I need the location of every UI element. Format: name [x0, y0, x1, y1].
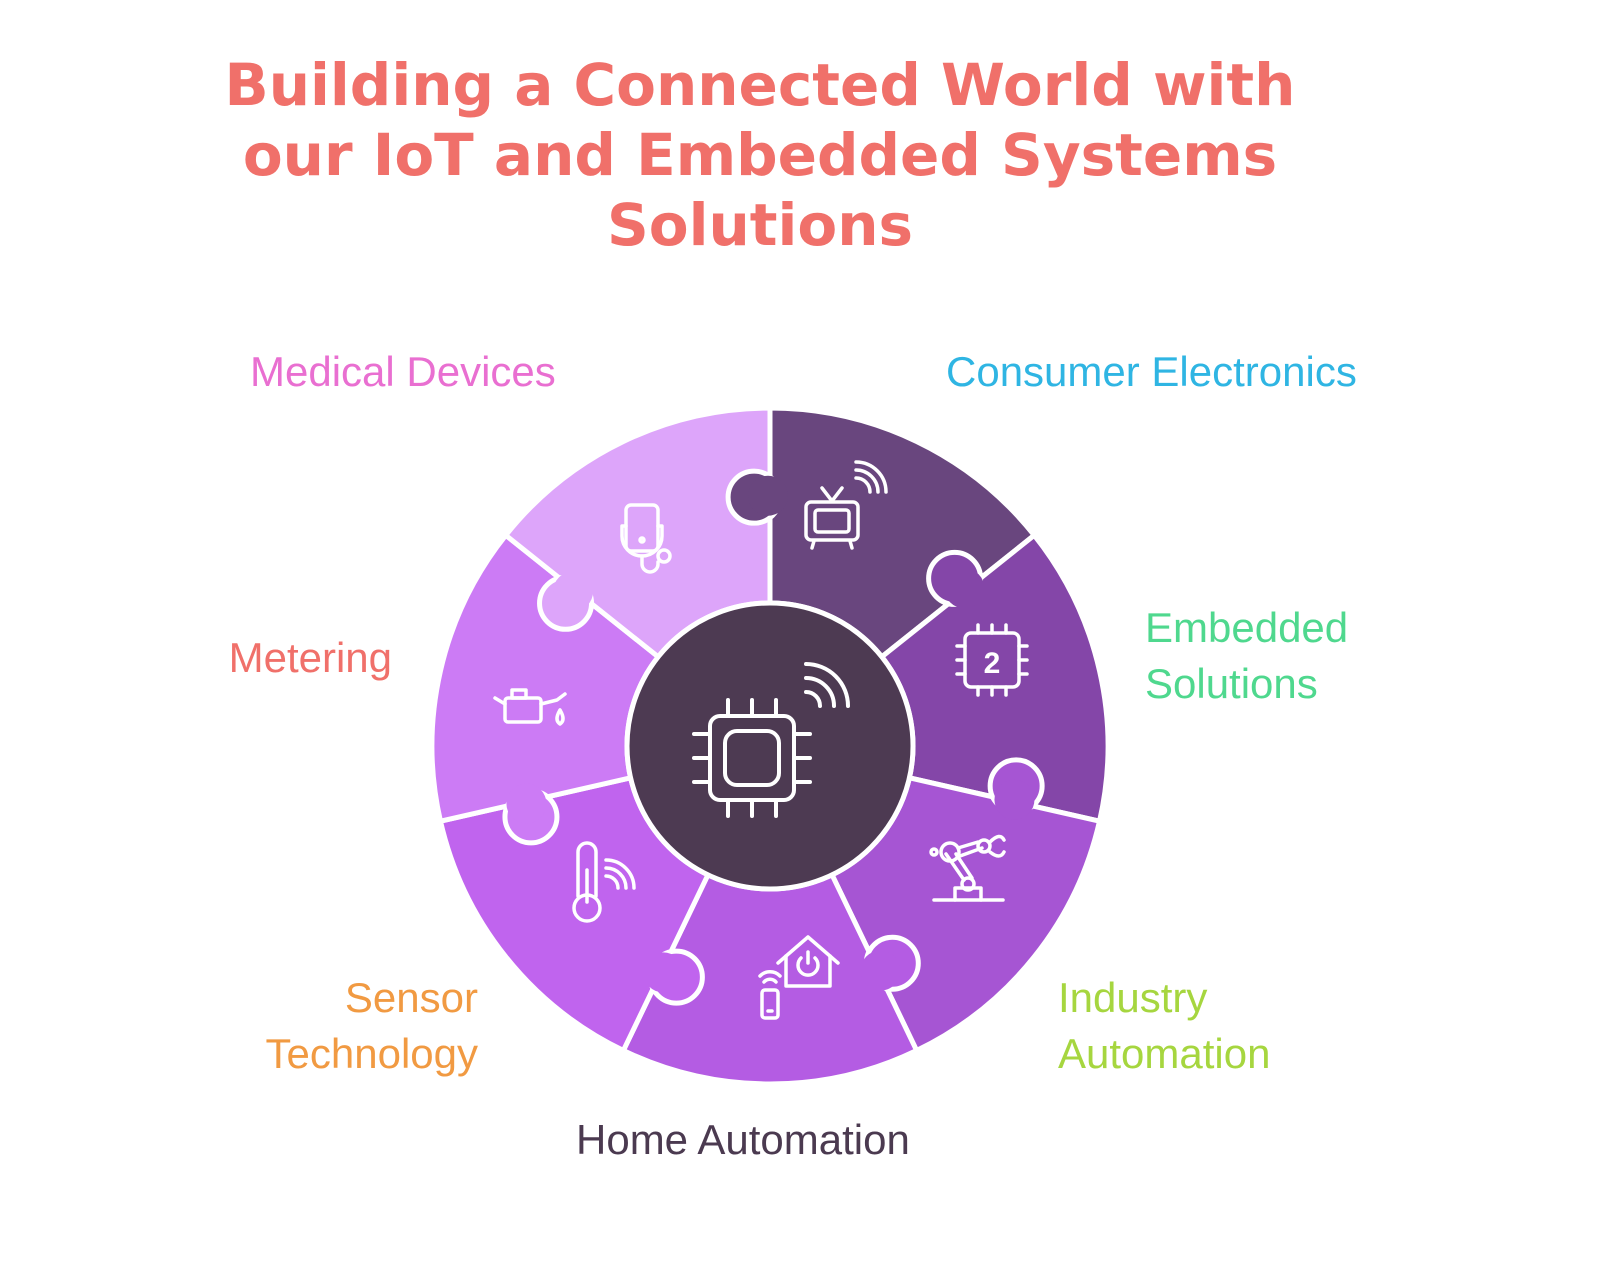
label-line-1: Embedded [1145, 604, 1349, 651]
puzzle-knob-joint-medical [553, 571, 594, 612]
chip-numbered-icon: 2 [955, 623, 1029, 697]
label-home-automation: Home Automation [576, 1112, 910, 1168]
label-consumer-electronics: Consumer Electronics [946, 344, 1357, 400]
title-line-1: Building a Connected World with [224, 51, 1296, 119]
smart-home-power-icon [758, 935, 840, 1020]
icons-layer: 2 [493, 460, 1029, 1020]
oil-can-icon [493, 688, 567, 726]
label-line-2: Automation [1058, 1030, 1271, 1077]
label-line-1: Medical Devices [250, 348, 556, 395]
robot-arm-icon [929, 834, 1006, 902]
diagram-title: Building a Connected World with our IoT … [0, 50, 1520, 260]
label-line-1: Industry [1058, 974, 1208, 1021]
puzzle-knob-joint-home [860, 950, 901, 991]
svg-text:2: 2 [984, 647, 1001, 680]
label-line-1: Metering [228, 634, 392, 681]
center-hub [624, 600, 916, 892]
title-line-3: Solutions [606, 191, 914, 259]
label-line-2: Technology [265, 1030, 478, 1077]
label-embedded-solutions: Embedded Solutions [1145, 600, 1348, 712]
puzzle-knob-joint-consumer [748, 475, 789, 516]
tv-wireless-icon [804, 460, 888, 550]
label-line-1: Sensor [344, 974, 478, 1021]
label-line-1: Consumer Electronics [946, 348, 1357, 395]
label-line-1: Home Automation [576, 1116, 910, 1163]
puzzle-knob-joint-industry [994, 779, 1035, 820]
thermometer-wireless-icon [572, 841, 636, 923]
label-line-2: Solutions [1145, 660, 1318, 707]
chip-wireless-icon [692, 662, 850, 818]
medical-device-icon [620, 503, 672, 574]
title-line-2: our IoT and Embedded Systems [242, 121, 1278, 189]
puzzle-knob-joint-metering [506, 783, 547, 824]
label-industry-automation: Industry Automation [1058, 970, 1270, 1082]
puzzle-knob-joint-sensor [643, 952, 684, 993]
center-circle [624, 600, 916, 892]
puzzle-knob-joint-embedded [944, 568, 985, 609]
label-medical-devices: Medical Devices [250, 344, 556, 400]
label-metering: Metering [229, 630, 392, 686]
label-sensor-technology: Sensor Technology [266, 970, 478, 1082]
